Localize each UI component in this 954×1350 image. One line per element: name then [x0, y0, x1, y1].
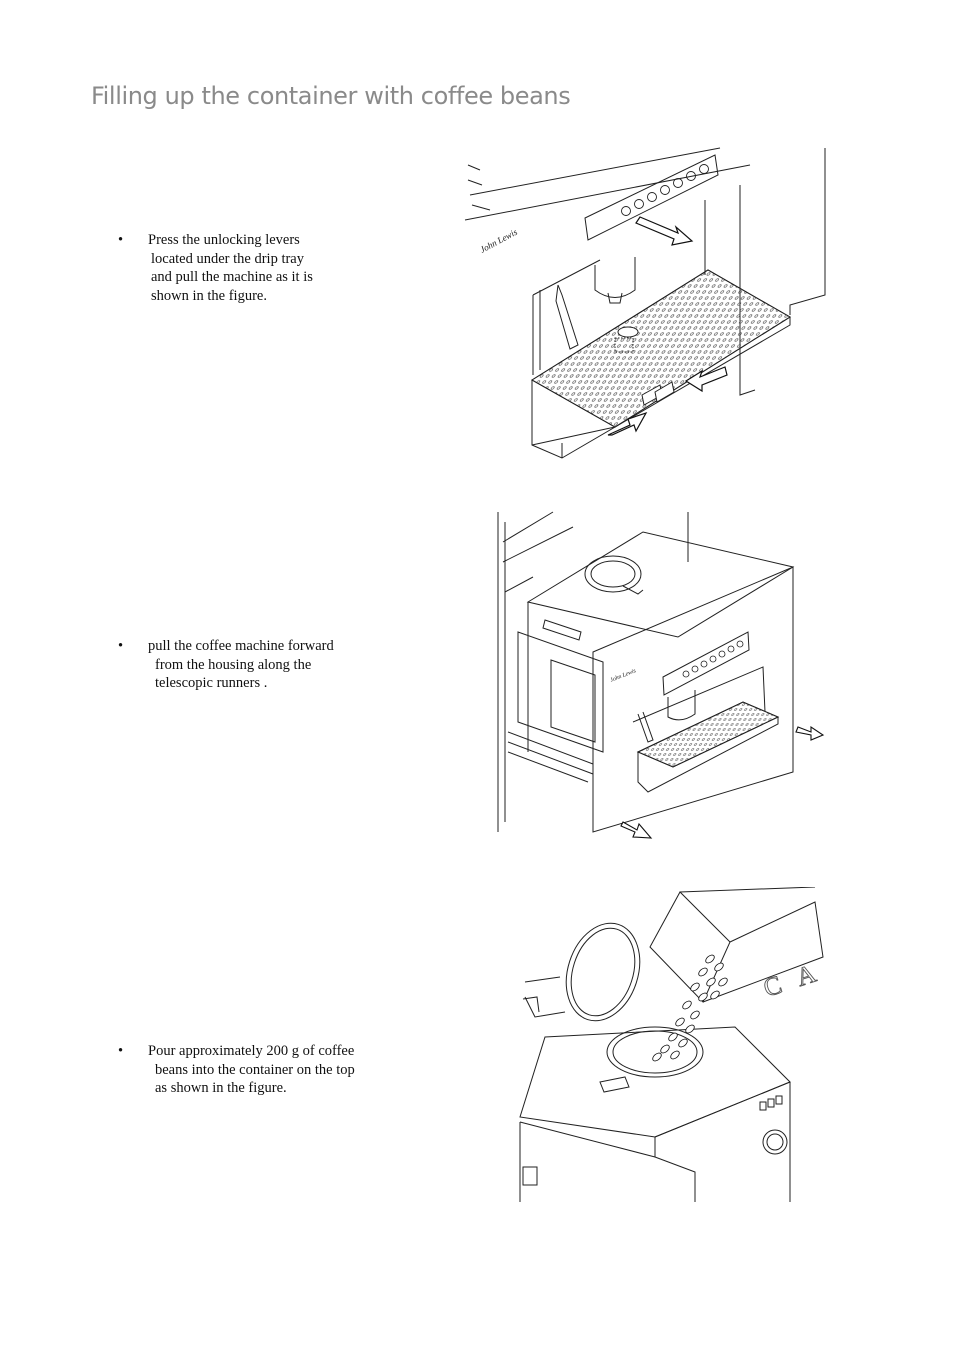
step-1-line-1: Press the unlocking levers: [148, 232, 300, 248]
arrow-icon: [795, 725, 825, 741]
bullet: •: [118, 1043, 124, 1059]
control-buttons: [621, 164, 709, 216]
step-3-line-3: as shown in the figure.: [155, 1080, 287, 1096]
step-1-line-4: shown in the figure.: [151, 287, 267, 304]
step-3-line-2: beans into the container on the top: [155, 1061, 355, 1078]
step-1-text: • Press the unlocking levers located und…: [118, 231, 418, 305]
forward-arrows: [620, 725, 825, 839]
figure-pour-beans: C A F: [519, 887, 827, 1202]
bullet: •: [118, 232, 124, 248]
coffee-beans: [652, 954, 728, 1062]
arrow-icon: [620, 821, 653, 839]
step-1-line-2: located under the drip tray: [151, 250, 304, 267]
arrow-icon: [607, 411, 648, 436]
pull-arrows: [607, 216, 728, 436]
step-2-line-3: telescopic runners .: [155, 675, 268, 691]
arrow-icon: [684, 366, 728, 393]
control-buttons: [682, 640, 744, 678]
brand-label: John Lewis: [478, 227, 519, 255]
step-1-line-3: and pull the machine as it is: [151, 269, 313, 285]
bullet: •: [118, 638, 124, 654]
step-2-line-1: pull the coffee machine forward: [148, 638, 334, 654]
container-lettering: C A F: [760, 947, 827, 1003]
step-2-text: • pull the coffee machine forward from t…: [118, 637, 418, 693]
page-title: Filling up the container with coffee bea…: [91, 82, 571, 110]
step-2-line-2: from the housing along the: [155, 656, 312, 673]
figure-unlocking-levers: John Lewis: [464, 147, 826, 459]
figure-pull-forward: John Lewis: [497, 511, 825, 839]
step-3-line-1: Pour approximately 200 g of coffee: [148, 1043, 355, 1059]
brand-label: John Lewis: [610, 668, 638, 684]
arrow-icon: [635, 216, 694, 246]
step-3-text: • Pour approximately 200 g of coffee bea…: [118, 1042, 418, 1098]
